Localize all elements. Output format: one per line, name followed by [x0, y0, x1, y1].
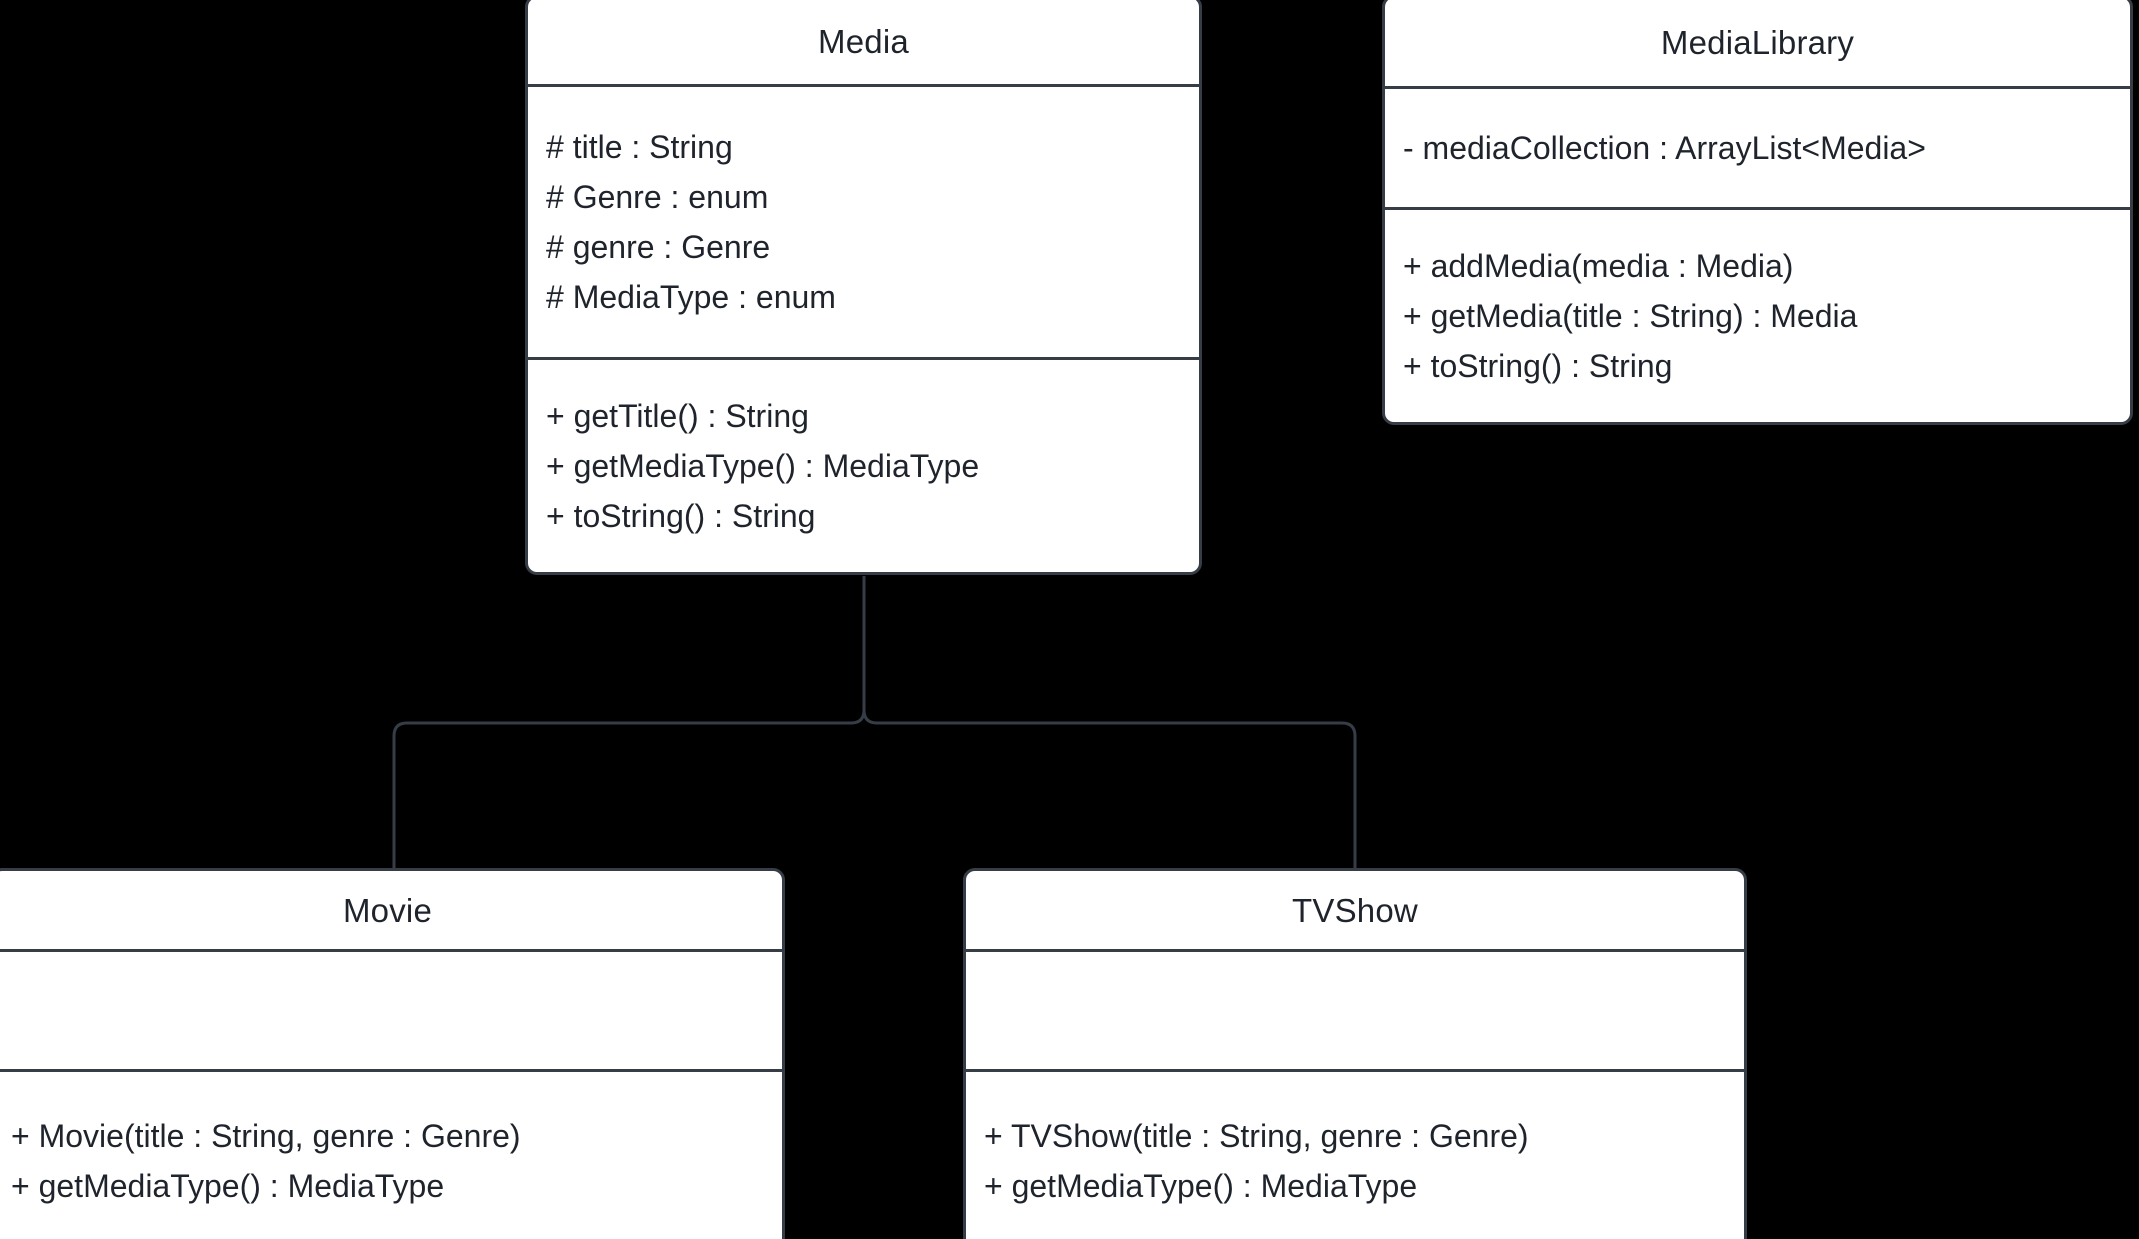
method-row: + toString() : String — [546, 498, 816, 534]
class-box-movie[interactable]: Movie + Movie(title : String, genre : Ge… — [0, 868, 785, 1239]
attribute-row: - mediaCollection : ArrayList<Media> — [1403, 130, 1926, 166]
method-row: + getMedia(title : String) : Media — [1403, 298, 1858, 334]
method-row: + getMediaType() : MediaType — [984, 1168, 1418, 1204]
methods-compartment-movie: + Movie(title : String, genre : Genre) +… — [0, 1069, 782, 1239]
method-row: + addMedia(media : Media) — [1403, 248, 1794, 284]
method-row: + Movie(title : String, genre : Genre) — [11, 1118, 521, 1154]
class-name-movie: Movie — [342, 891, 433, 929]
class-box-media[interactable]: Media # title : String # Genre : enum # … — [525, 0, 1202, 575]
attribute-row: # MediaType : enum — [546, 279, 836, 315]
edge-media-to-tvshow — [862, 576, 1357, 868]
attributes-compartment-movie — [0, 949, 782, 1069]
method-row: + toString() : String — [1403, 348, 1673, 384]
class-name-medialibrary: MediaLibrary — [1660, 23, 1855, 61]
methods-compartment-media: + getTitle() : String + getMediaType() :… — [528, 357, 1199, 572]
class-name-media: Media — [818, 22, 909, 60]
method-row: + getTitle() : String — [546, 398, 809, 434]
attribute-row: # title : String — [546, 129, 733, 165]
attribute-row: # Genre : enum — [546, 179, 769, 215]
attributes-compartment-media: # title : String # Genre : enum # genre … — [528, 84, 1199, 357]
attribute-row: # genre : Genre — [546, 229, 771, 265]
method-row: + getMediaType() : MediaType — [11, 1168, 445, 1204]
class-box-tvshow[interactable]: TVShow + TVShow(title : String, genre : … — [963, 868, 1747, 1239]
methods-compartment-medialibrary: + addMedia(media : Media) + getMedia(tit… — [1385, 207, 2130, 422]
class-name-tvshow: TVShow — [1292, 891, 1418, 929]
attributes-compartment-medialibrary: - mediaCollection : ArrayList<Media> — [1385, 86, 2130, 207]
method-row: + TVShow(title : String, genre : Genre) — [984, 1118, 1529, 1154]
method-row: + getMediaType() : MediaType — [546, 448, 980, 484]
attributes-compartment-tvshow — [966, 949, 1744, 1069]
edge-media-to-movie — [392, 576, 866, 868]
methods-compartment-tvshow: + TVShow(title : String, genre : Genre) … — [966, 1069, 1744, 1239]
class-box-medialibrary[interactable]: MediaLibrary - mediaCollection : ArrayLi… — [1382, 0, 2133, 425]
